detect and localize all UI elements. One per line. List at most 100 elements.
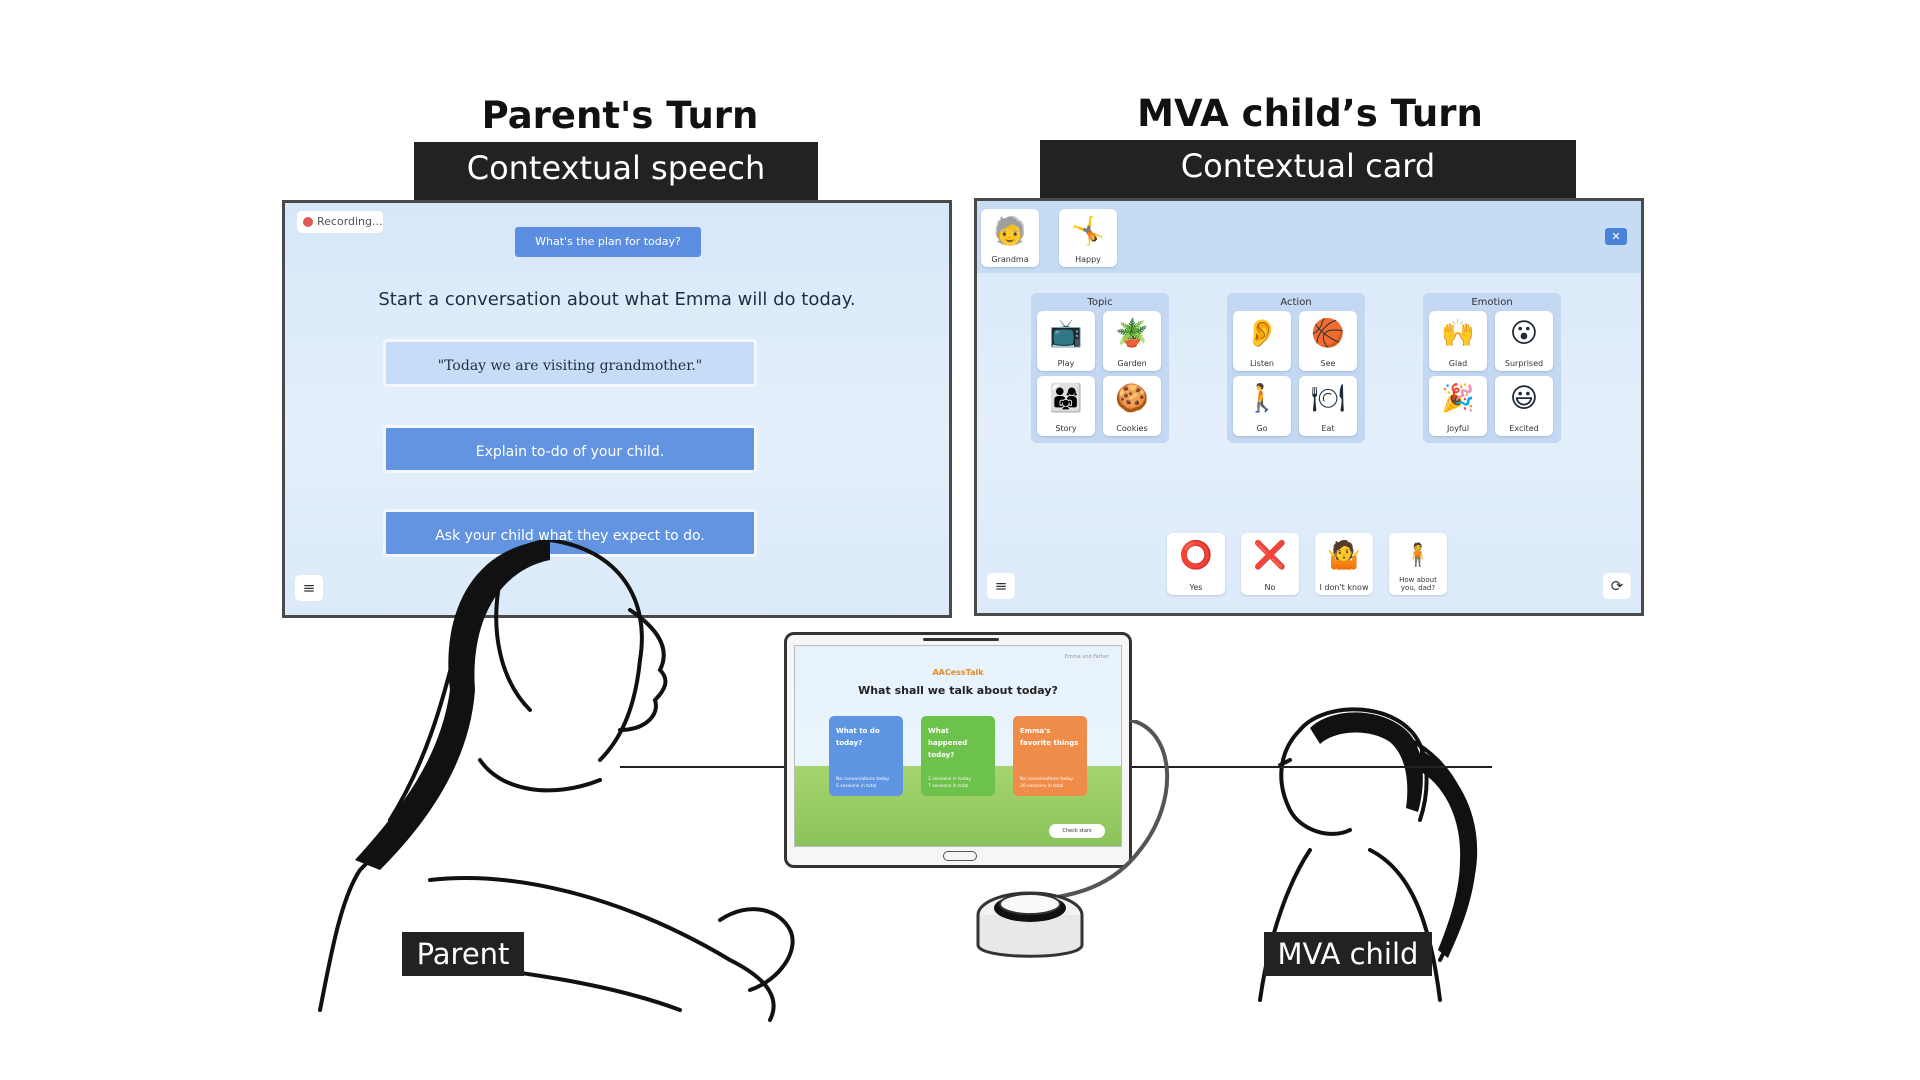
card-garden[interactable]: 🪴 Garden: [1103, 311, 1161, 371]
group-title: Action: [1280, 297, 1312, 308]
topic-card-todo[interactable]: What to do today? No conversations today…: [829, 716, 903, 796]
home-button[interactable]: [943, 851, 977, 861]
go-icon: 🚶: [1245, 383, 1279, 414]
plan-ribbon: What's the plan for today?: [501, 227, 715, 258]
record-dot-icon: [303, 217, 313, 227]
speech-guide-explain[interactable]: Explain to-do of your child.: [383, 425, 757, 473]
app-logo: AACessTalk: [932, 668, 984, 677]
menu-icon[interactable]: ≡: [295, 575, 323, 601]
recording-indicator: Recording...: [297, 211, 383, 233]
tablet-device: Emma and Father AACessTalk What shall we…: [784, 632, 1132, 868]
card-label: Go: [1256, 424, 1268, 433]
big-button-device: [976, 720, 1170, 958]
cross-icon: ❌: [1253, 540, 1287, 571]
card-listen[interactable]: 👂 Listen: [1233, 311, 1291, 371]
card-label: Excited: [1509, 424, 1539, 433]
speech-guide-ask[interactable]: Ask your child what they expect to do.: [383, 509, 757, 557]
card-label: Yes: [1189, 583, 1203, 592]
card-group-emotion: Emotion 🙌 Glad 😮 Surprised 🎉 Joyful 😃 Excite…: [1423, 293, 1561, 443]
card-no[interactable]: ❌ No: [1241, 533, 1299, 595]
child-illustration: [1258, 707, 1478, 1002]
excited-icon: 😃: [1509, 383, 1539, 414]
tablet-screen: Emma and Father AACessTalk What shall we…: [794, 645, 1122, 847]
card-yes[interactable]: ⭕ Yes: [1167, 533, 1225, 595]
card-see[interactable]: 🏀 See: [1299, 311, 1357, 371]
selected-card-happy[interactable]: 🤸 Happy: [1059, 209, 1117, 267]
card-excited[interactable]: 😃 Excited: [1495, 376, 1553, 436]
connector-line-left: [620, 766, 784, 768]
child-turn-title: MVA child’s Turn: [1137, 92, 1483, 135]
tablet-camera-bar: [923, 638, 999, 641]
card-label: Glad: [1448, 359, 1468, 368]
conversation-prompt: Start a conversation about what Emma wil…: [378, 289, 856, 310]
card-label: How about you, dad?: [1399, 576, 1437, 592]
recording-label: Recording...: [317, 215, 383, 228]
card-label: Cookies: [1116, 424, 1148, 433]
session-owner: Emma and Father: [1064, 654, 1109, 660]
group-title: Emotion: [1471, 297, 1513, 308]
parent-turn-title: Parent's Turn: [481, 94, 759, 137]
card-go[interactable]: 🚶 Go: [1233, 376, 1291, 436]
refresh-icon[interactable]: ⟳: [1603, 573, 1631, 599]
card-label: Surprised: [1504, 359, 1544, 368]
topic-title: Emma's favorite things: [1020, 727, 1079, 747]
surprised-icon: 😮: [1509, 318, 1539, 349]
selected-card-grandma[interactable]: 🧓 Grandma: [981, 209, 1039, 267]
card-label: See: [1320, 359, 1336, 368]
card-label: Story: [1055, 424, 1077, 433]
card-story[interactable]: 👨‍👩‍👧 Story: [1037, 376, 1095, 436]
garden-icon: 🪴: [1115, 318, 1149, 349]
card-joyful[interactable]: 🎉 Joyful: [1429, 376, 1487, 436]
group-title: Topic: [1087, 297, 1113, 308]
check-stars-button[interactable]: Check stars: [1049, 824, 1105, 838]
connector-line-right: [1132, 766, 1492, 768]
topic-question: What shall we talk about today?: [858, 684, 1058, 697]
card-label: Play: [1057, 359, 1075, 368]
listen-icon: 👂: [1245, 318, 1279, 349]
card-dont-know[interactable]: 🤷 I don't know: [1315, 533, 1373, 595]
card-label: Garden: [1117, 359, 1147, 368]
story-icon: 👨‍👩‍👧: [1049, 383, 1083, 414]
ball-icon: 🏀: [1311, 318, 1345, 349]
parent-screen: Recording... What's the plan for today? …: [282, 200, 952, 618]
parent-illustration: [318, 540, 795, 1022]
card-label: Grandma: [991, 255, 1029, 264]
child-screen: 🧓 Grandma 🤸 Happy ✕ Topic 📺 Play 🪴 Garden …: [974, 198, 1644, 616]
card-label: Happy: [1075, 255, 1101, 264]
card-play[interactable]: 📺 Play: [1037, 311, 1095, 371]
card-glad[interactable]: 🙌 Glad: [1429, 311, 1487, 371]
speech-guide-quote[interactable]: "Today we are visiting grandmother.": [383, 339, 757, 387]
shrug-icon: 🤷: [1327, 540, 1361, 571]
topic-title: What happened today?: [928, 727, 968, 759]
joyful-icon: 🎉: [1441, 383, 1475, 414]
eat-icon: 🍽: [1310, 383, 1346, 414]
play-icon: 📺: [1049, 318, 1083, 349]
menu-icon[interactable]: ≡: [987, 573, 1015, 599]
card-label: Eat: [1321, 424, 1335, 433]
card-group-action: Action 👂 Listen 🏀 See 🚶 Go 🍽 Eat: [1227, 293, 1365, 443]
cookies-icon: 🍪: [1115, 383, 1149, 414]
card-how-about-you[interactable]: 🧍 How about you, dad?: [1389, 533, 1447, 595]
glad-icon: 🙌: [1441, 318, 1475, 349]
card-label: No: [1264, 583, 1276, 592]
person-icon: 🧍: [1404, 543, 1432, 568]
topic-title: What to do today?: [836, 727, 880, 747]
grandma-icon: 🧓: [993, 216, 1027, 247]
card-eat[interactable]: 🍽 Eat: [1299, 376, 1357, 436]
topic-card-happened[interactable]: What happened today? 2 sessions in today…: [921, 716, 995, 796]
clear-icon[interactable]: ✕: [1605, 228, 1627, 245]
card-label: Joyful: [1446, 424, 1470, 433]
card-group-topic: Topic 📺 Play 🪴 Garden 👨‍👩‍👧 Story 🍪 Cookies: [1031, 293, 1169, 443]
topic-card-favorite[interactable]: Emma's favorite things No conversations …: [1013, 716, 1087, 796]
card-label: Listen: [1250, 359, 1274, 368]
happy-icon: 🤸: [1071, 216, 1105, 247]
card-label: I don't know: [1319, 583, 1369, 592]
circle-icon: ⭕: [1179, 540, 1213, 571]
child-label: MVA child: [1264, 932, 1432, 976]
card-cookies[interactable]: 🍪 Cookies: [1103, 376, 1161, 436]
parent-label: Parent: [402, 932, 524, 976]
card-surprised[interactable]: 😮 Surprised: [1495, 311, 1553, 371]
